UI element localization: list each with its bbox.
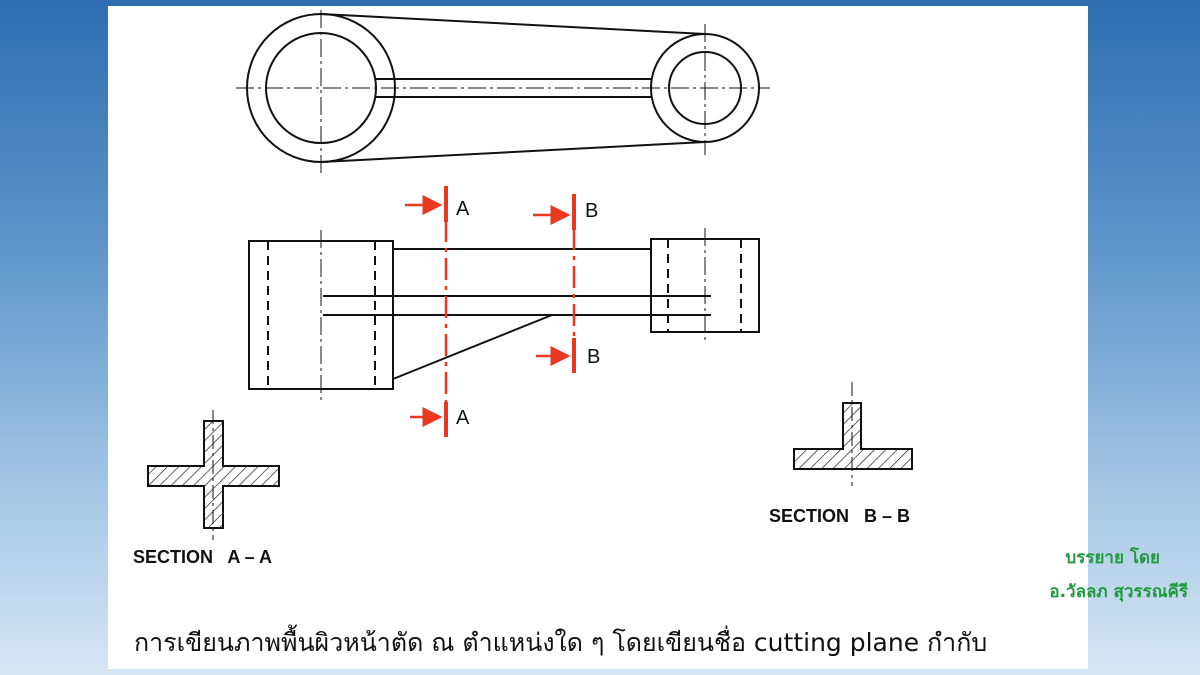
slide-caption: การเขียนภาพพื้นผิวหน้าตัด ณ ตำแหน่งใด ๆ …: [134, 628, 988, 657]
cutting-plane-b: B B: [533, 194, 600, 373]
section-b-b-view: [793, 382, 913, 486]
cutting-plane-a-top-label: A: [456, 198, 470, 220]
rib-line: [392, 314, 553, 380]
cutting-plane-a: A A: [405, 186, 470, 437]
front-view-centerlines: [320, 228, 706, 400]
front-view: [248, 228, 760, 400]
slide-panel: A A B B SECTION A – A SECTION: [108, 6, 1088, 669]
cutting-plane-b-top-label: B: [585, 200, 598, 222]
top-view: [236, 10, 770, 175]
section-b-b-title: SECTION B – B: [769, 506, 910, 526]
section-a-a-view: [147, 410, 280, 540]
top-view-centerlines: [236, 10, 770, 175]
lecturer-credit-label: บรรยาย โดย: [1065, 548, 1160, 568]
top-tangent-line: [320, 13, 706, 35]
cutting-plane-b-bottom-label: B: [587, 346, 600, 368]
engineering-drawing: A A B B SECTION A – A SECTION: [133, 10, 913, 567]
section-b-b-hatched-shape: [793, 402, 913, 470]
cutting-plane-a-bottom-label: A: [456, 407, 470, 429]
hidden-lines: [267, 239, 742, 389]
bottom-tangent-line: [320, 141, 706, 163]
lecturer-credit-name: อ.วัลลภ สุวรรณคีรี: [1049, 582, 1188, 602]
section-a-a-hatched-shape: [147, 420, 280, 529]
section-a-a-title: SECTION A – A: [133, 547, 272, 567]
